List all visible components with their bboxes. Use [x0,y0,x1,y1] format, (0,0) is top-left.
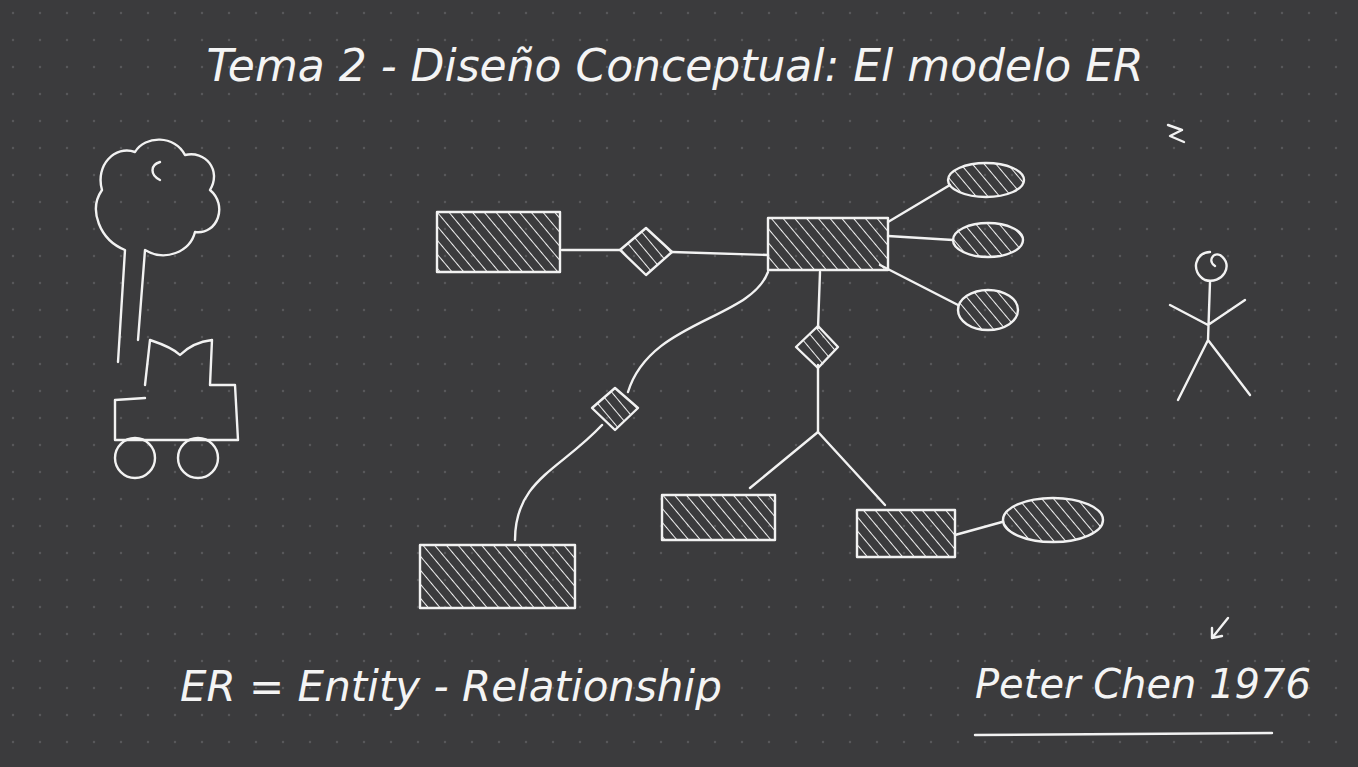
underline [975,733,1272,735]
doodles [96,125,1272,735]
entity-rect [768,218,888,270]
entity-rect [437,212,560,272]
attribute-ellipse [948,163,1024,197]
er-diagram [420,163,1103,608]
relationship-diamond [796,326,838,368]
scribble [1168,125,1184,142]
attribute-line [880,265,958,305]
relationship-diamond [592,388,638,430]
tree-sketch [96,140,219,362]
tree-sketch [153,162,161,180]
hierarchy-line [750,365,818,488]
attribute-line [888,236,953,240]
note-label: ER = Entity - Relationship [180,662,722,712]
relation-line [818,272,820,328]
note-label: Peter Chen 1976 [975,660,1311,708]
entity-rect [662,495,775,540]
attribute-ellipse [953,223,1023,257]
attribute-line [955,522,1002,535]
relation-line [628,272,768,392]
title: Tema 2 - Diseño Conceptual: El modelo ER [206,40,1143,93]
car-wheel [178,438,218,478]
relation-line [562,249,620,251]
relationship-diamond [620,228,672,275]
stick-figure [1196,252,1227,281]
entity-rect [857,510,955,557]
attribute-ellipse [958,290,1018,330]
relation-line [515,425,602,540]
pointer-tick [1212,618,1228,638]
car-sketch [115,340,238,440]
stick-figure [1170,282,1250,400]
relation-line [672,252,768,255]
car-wheel [115,438,155,478]
entity-rect [420,545,575,608]
attribute-line [888,185,950,222]
attribute-ellipse [1003,498,1103,542]
hierarchy-line [818,432,885,505]
